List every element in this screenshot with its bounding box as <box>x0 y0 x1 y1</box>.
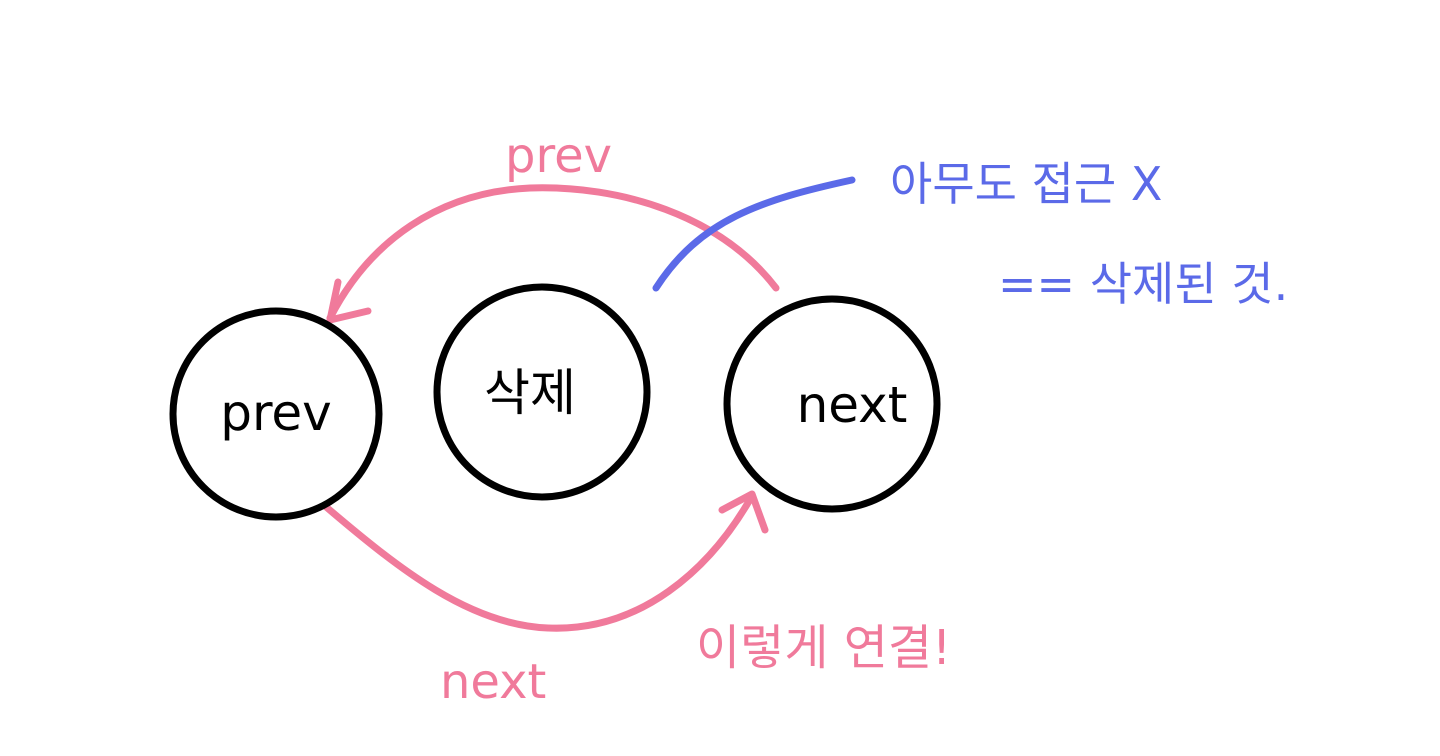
annotation-connect: 이렇게 연결! <box>696 620 951 676</box>
node-next-label: next <box>797 376 908 434</box>
next-pointer-arrowhead <box>718 490 769 534</box>
node-next: next <box>723 295 941 513</box>
node-deleted-circle <box>433 283 651 501</box>
next-pointer-curve <box>321 492 756 632</box>
node-prev-circle <box>169 307 383 521</box>
prev-pointer-arrowhead <box>326 278 372 324</box>
edge-next-pointer: next <box>321 490 769 710</box>
next-pointer-label: next <box>440 654 546 710</box>
node-next-circle <box>723 295 941 513</box>
node-deleted-label: 삭제 <box>484 364 576 422</box>
prev-pointer-label: prev <box>505 128 612 184</box>
annotation-equals-deleted: == 삭제된 것. <box>998 257 1288 311</box>
no-access-curve <box>652 176 856 292</box>
node-prev: prev <box>169 307 383 521</box>
annotation-no-access: 아무도 접근 X <box>890 157 1162 211</box>
node-deleted: 삭제 <box>433 283 651 501</box>
node-prev-label: prev <box>220 384 332 442</box>
